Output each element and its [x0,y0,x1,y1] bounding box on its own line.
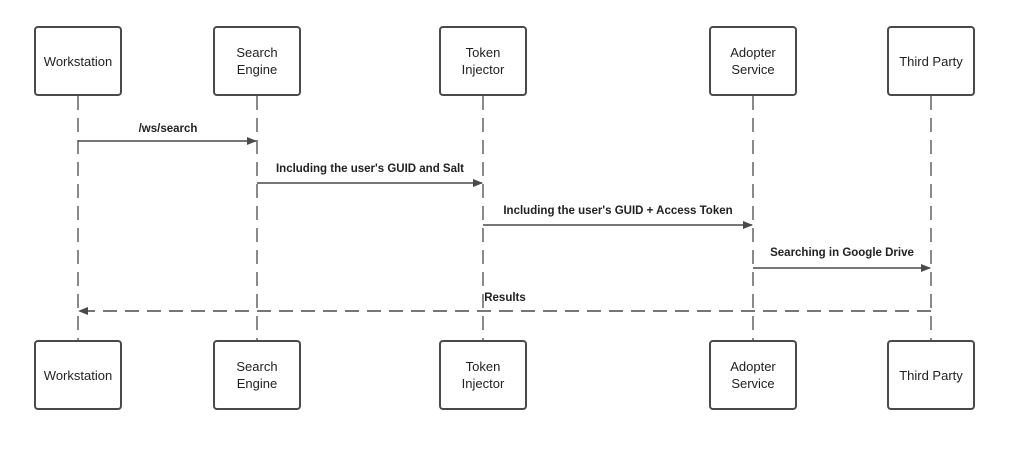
message-label-searching-google-drive: Searching in Google Drive [770,247,914,259]
message-label-ws-search: /ws/search [138,123,198,135]
participant-adopter-service-bottom: Adopter Service [709,340,797,410]
participant-token-injector-bottom: Token Injector [439,340,527,410]
participant-token-injector-top: Token Injector [439,26,527,96]
participant-adopter-service-top: Adopter Service [709,26,797,96]
participant-workstation-bottom: Workstation [34,340,122,410]
participant-workstation-top: Workstation [34,26,122,96]
participant-search-engine-bottom: Search Engine [213,340,301,410]
participant-search-engine-top: Search Engine [213,26,301,96]
message-label-guid-and-salt: Including the user's GUID and Salt [275,163,465,175]
participant-third-party-top: Third Party [887,26,975,96]
message-label-results: Results [484,292,526,304]
message-label-guid-access-token: Including the user's GUID + Access Token [503,205,733,217]
participant-third-party-bottom: Third Party [887,340,975,410]
